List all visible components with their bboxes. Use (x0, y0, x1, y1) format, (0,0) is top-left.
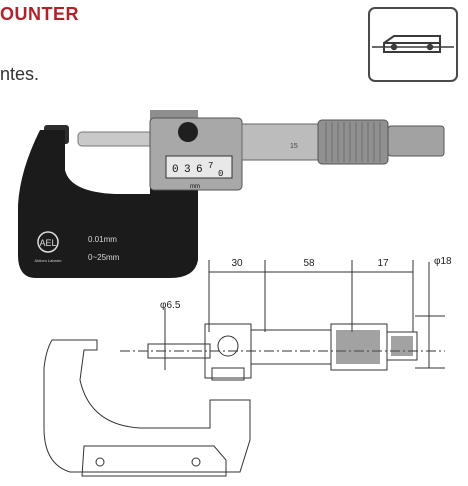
dimension-dia-18: φ18 (434, 256, 452, 267)
counter-digit-2: 3 (184, 164, 191, 176)
page-title: OUNTER (0, 4, 79, 24)
counter-digit-3: 6 (196, 164, 203, 176)
thimble-number: 15 (290, 143, 298, 150)
counter-window (165, 155, 233, 179)
ratchet-knob (178, 122, 198, 142)
sleeve (241, 123, 319, 161)
logo-letters: AEL (39, 238, 56, 248)
frame (18, 130, 198, 278)
dimension-58: 58 (303, 258, 315, 269)
dimension-30: 30 (231, 258, 243, 269)
ratchet (387, 125, 445, 157)
counter-digits: 0 3 6 7 0 (172, 161, 223, 179)
flat-anvil-icon (368, 7, 458, 82)
dimension-dia-6-5: φ6.5 (160, 300, 181, 311)
counter-digit-5: 0 (218, 169, 223, 179)
thimble (317, 119, 389, 165)
micrometer-photo: 0 3 6 7 0 mm 15 AEL Aktiom Labarto 0.01m… (18, 110, 445, 278)
logo-caption: Aktiom Labarto (35, 258, 63, 263)
frame-range: 0~25mm (88, 253, 120, 262)
technical-drawing: 30 58 17 φ18 φ6.5 (43, 256, 452, 477)
flat-anvil-icon-graphic (372, 35, 454, 53)
counter-unit: mm (190, 184, 200, 190)
counter-digit-1: 0 (172, 164, 179, 176)
counter-digit-4: 7 (208, 161, 213, 171)
frame-resolution: 0.01mm (88, 235, 117, 244)
dimension-17: 17 (377, 258, 389, 269)
logo-mark (37, 231, 59, 253)
page-subtitle: ntes. (0, 64, 40, 84)
